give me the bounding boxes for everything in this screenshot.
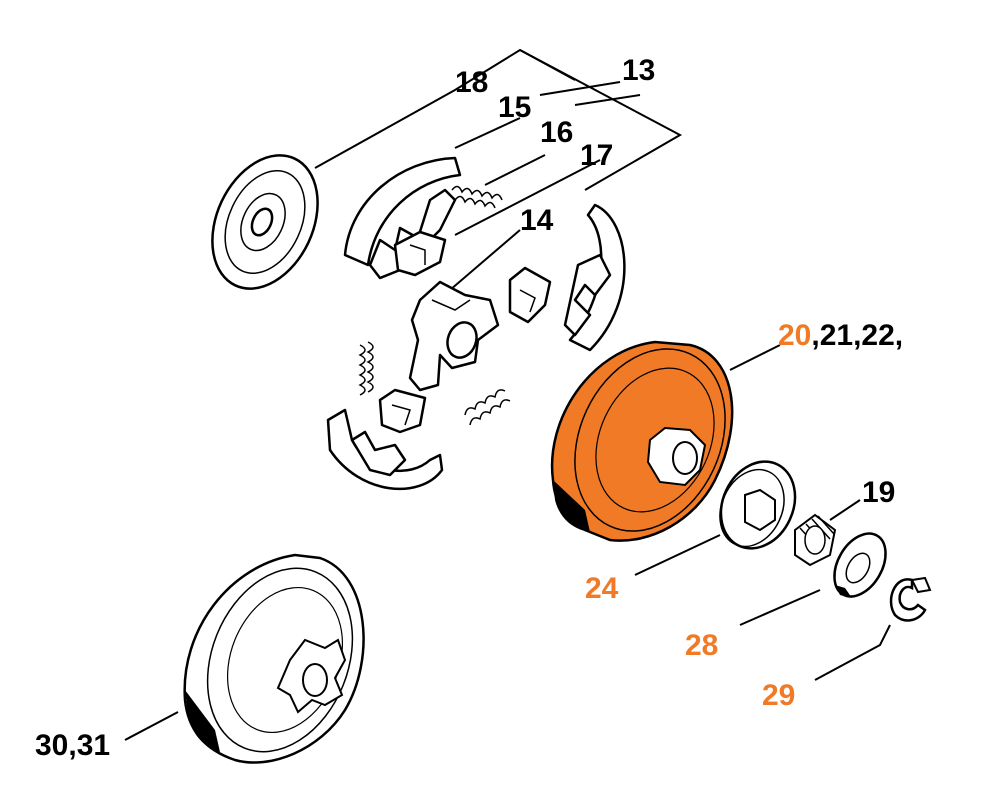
label-30-31: 30,31 bbox=[35, 729, 110, 762]
label-17: 17 bbox=[580, 139, 613, 172]
washer-disc-part-18 bbox=[211, 154, 319, 290]
spring-left bbox=[358, 341, 374, 396]
label-14: 14 bbox=[520, 204, 554, 237]
needle-bearing-part-19 bbox=[794, 513, 837, 567]
clutch-drum-part-20 bbox=[550, 340, 734, 542]
washer-part-28 bbox=[833, 532, 887, 598]
sprocket-drum-part-30 bbox=[183, 553, 365, 764]
shoe-block-lower bbox=[378, 388, 427, 434]
spring-center bbox=[464, 389, 511, 426]
label-16: 16 bbox=[540, 116, 573, 149]
label-29: 29 bbox=[762, 679, 795, 712]
label-20: 20,21,22, bbox=[778, 319, 903, 352]
part-labels: 18 13 15 16 17 14 20,21,22, 19 24 28 29 … bbox=[35, 54, 903, 762]
label-28: 28 bbox=[685, 629, 718, 662]
label-15: 15 bbox=[498, 91, 531, 124]
leader-lines bbox=[124, 48, 891, 741]
clutch-shoe-lower bbox=[326, 408, 444, 491]
e-clip-part-29 bbox=[889, 576, 932, 622]
shoe-block-right bbox=[508, 266, 552, 324]
carrier-hub-part-14 bbox=[408, 280, 500, 392]
label-13: 13 bbox=[622, 54, 655, 87]
label-19: 19 bbox=[862, 476, 895, 509]
rim-sprocket-part-24 bbox=[719, 460, 797, 550]
clutch-shoe-right bbox=[563, 203, 626, 352]
shoe-block-part-17 bbox=[393, 230, 447, 277]
label-24: 24 bbox=[585, 572, 619, 605]
label-18: 18 bbox=[455, 66, 488, 99]
spring-part-16 bbox=[451, 185, 503, 209]
